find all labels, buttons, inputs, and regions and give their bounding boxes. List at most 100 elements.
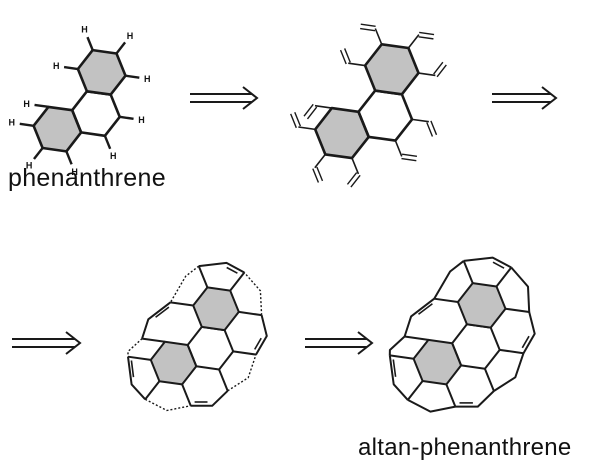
double-arrow (12, 331, 82, 355)
rim-bond (403, 297, 435, 337)
ch-bond (19, 122, 34, 127)
hydrogen-label: H (138, 115, 145, 125)
vinyl-double-bond (360, 27, 376, 32)
spoke-bond (499, 348, 524, 355)
double-bond-line (155, 306, 170, 318)
vinyl-double-bond (419, 31, 435, 36)
vinyl-double-bond (350, 174, 361, 188)
spoke-bond (170, 301, 194, 307)
ring-2 (357, 89, 414, 142)
rim-bond (141, 301, 172, 339)
vinyl-double-bond (343, 48, 351, 63)
double-arrow (492, 86, 558, 110)
vinyl-bond (418, 72, 436, 77)
ch-bond (34, 103, 49, 109)
ch-bond (119, 115, 134, 121)
hydrogen-label: H (9, 118, 16, 128)
spoke-bond (141, 337, 166, 343)
ring-3 (192, 286, 240, 332)
phenanthrene-label: phenanthrene (8, 164, 166, 192)
rim-bond (388, 355, 409, 401)
spoke-bond (407, 380, 424, 401)
double-bond-line (418, 303, 433, 315)
rim-bond (388, 335, 406, 356)
vinyl-double-bond (401, 153, 418, 157)
double-bond-line (492, 261, 505, 269)
ring-3 (76, 48, 127, 96)
vinyl-double-bond (316, 166, 324, 182)
hydrogen-label: H (23, 99, 30, 109)
spoke-bond (462, 260, 474, 284)
vinyl-bond (394, 140, 403, 157)
spoke-bond (127, 355, 151, 361)
spoke-bond (144, 380, 161, 400)
vinyl-double-bond (430, 120, 438, 136)
spoke-bond (495, 266, 513, 288)
altan-phenanthrene-label: altan-phenanthrene (358, 434, 572, 461)
rim-bond (198, 261, 245, 274)
double-arrow (190, 86, 259, 110)
rim-bond (127, 356, 146, 400)
spoke-bond (404, 335, 429, 341)
ch-bond (103, 135, 112, 150)
new-bond-dashed (227, 354, 257, 392)
rim-bond (510, 266, 531, 313)
rim-bond (190, 390, 229, 407)
vinyl-bond (314, 153, 326, 169)
spoke-bond (505, 307, 530, 314)
spoke-bond (434, 297, 459, 304)
ch-bond (33, 147, 44, 160)
ring-2 (70, 90, 121, 138)
double-bond-line (254, 337, 262, 350)
altan-intermediate-structure (127, 261, 268, 412)
spoke-bond (238, 310, 262, 317)
reaction-arrows (12, 86, 558, 355)
spoke-bond (229, 271, 246, 292)
hydrogen-label: H (110, 151, 117, 161)
rim-bond (463, 256, 512, 269)
spoke-bond (389, 354, 414, 360)
new-bond-dashed (243, 272, 263, 316)
vinyl-bond (411, 118, 429, 123)
new-bond-dashed (169, 265, 200, 303)
vinyl-bond (348, 62, 366, 67)
hydrogen-label: H (144, 74, 151, 84)
vinyl-bond (298, 126, 316, 131)
vinyl-double-bond (306, 106, 318, 120)
double-arrow (305, 331, 374, 355)
vinyl-double-bond (290, 113, 297, 129)
spoke-bond (181, 384, 192, 407)
hydrogen-label: H (71, 167, 78, 177)
rim-bond (407, 399, 456, 413)
vinyl-bond (351, 157, 360, 175)
ch-bond (86, 36, 94, 51)
ring-3 (456, 282, 507, 329)
hydrogen-label: H (53, 61, 60, 71)
new-bond-dashed (144, 398, 191, 412)
vinyl-double-bond (303, 103, 314, 117)
spoke-bond (445, 383, 457, 407)
rim-bond (455, 390, 495, 408)
vinyl-phenanthrene-structure (290, 23, 447, 188)
double-bond-line (130, 360, 135, 378)
hydrogen-label: H (127, 31, 134, 41)
vinyl-double-bond (436, 64, 447, 78)
hydrogen-label: H (26, 160, 33, 170)
vinyl-bond (314, 104, 332, 109)
double-bond-line (226, 266, 238, 274)
hydrogen-label: H (81, 25, 88, 35)
rim-bond (522, 311, 536, 354)
ch-bond (65, 150, 73, 165)
new-bond-dashed (127, 338, 143, 357)
vinyl-bond (374, 28, 383, 45)
vinyl-bond (407, 34, 420, 49)
vinyl-double-bond (418, 36, 434, 40)
ch-bond (115, 41, 127, 55)
altan-phenanthrene-structure (388, 256, 536, 413)
vinyl-double-bond (339, 49, 347, 65)
double-bond-line (521, 335, 530, 349)
vinyl-double-bond (346, 172, 358, 185)
